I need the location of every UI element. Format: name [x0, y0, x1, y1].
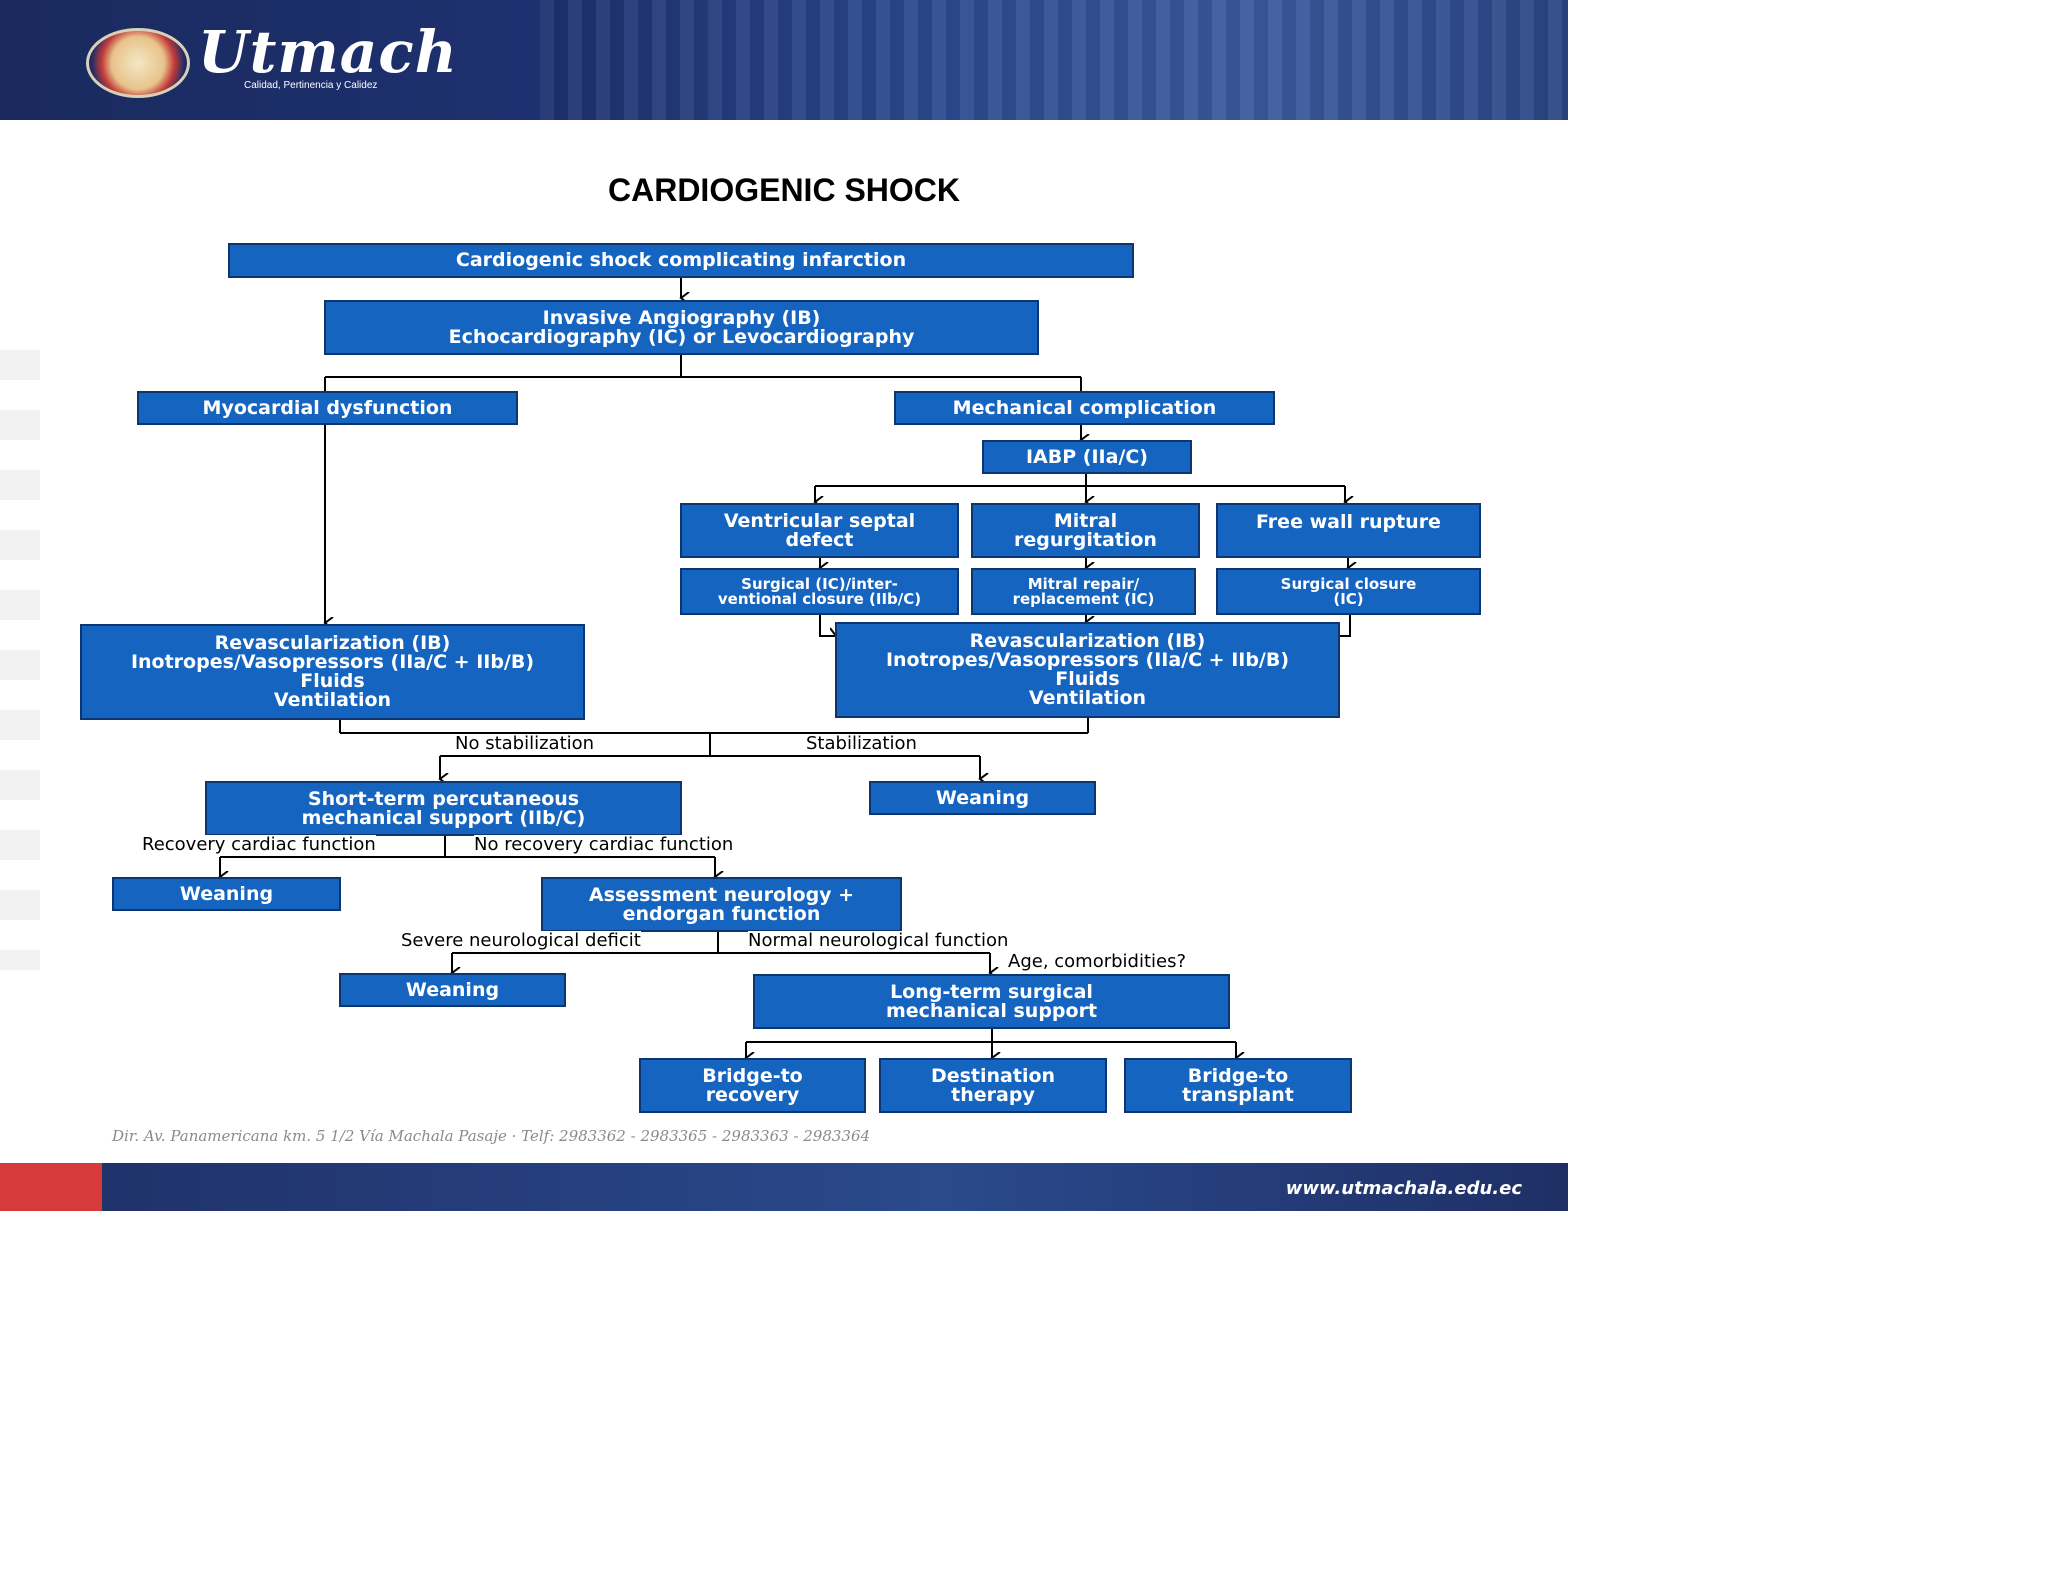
node-label-line2: endorgan function [622, 902, 821, 925]
node-label-line4: Ventilation [1028, 687, 1147, 709]
node-label-line3: Fluids [300, 670, 365, 692]
edge-label-normal-neuro: Normal neurological function [748, 930, 1009, 951]
node-label-line2: ventional closure (IIb/C) [717, 589, 922, 608]
node-label-line4: Ventilation [273, 689, 392, 711]
node-short-term-support: Short-term percutaneous mechanical suppo… [205, 781, 682, 836]
footer-accent-block [0, 1163, 102, 1211]
node-label-line1: Bridge-to [702, 1064, 803, 1087]
node-label: Mechanical complication [952, 396, 1217, 419]
node-label-line1: Ventricular septal [723, 509, 916, 532]
node-mechanical-complication: Mechanical complication [894, 391, 1275, 425]
edge-label-age-comorbidities: Age, comorbidities? [1008, 951, 1187, 972]
node-cardiogenic-shock: Cardiogenic shock complicating infarctio… [228, 243, 1134, 278]
node-label-line2: replacement (IC) [1012, 589, 1155, 608]
node-label: Free wall rupture [1256, 511, 1441, 533]
node-label-line2: mechanical support (IIb/C) [301, 806, 586, 829]
node-label-line1: Invasive Angiography (IB) [542, 306, 821, 329]
node-label: Weaning [405, 978, 500, 1001]
node-ventricular-septal-defect: Ventricular septal defect [680, 503, 959, 558]
node-label-line1: Surgical (IC)/inter- [741, 574, 898, 593]
node-label: Cardiogenic shock complicating infarctio… [455, 249, 907, 271]
node-myocardial-dysfunction: Myocardial dysfunction [137, 391, 518, 425]
node-long-term-support: Long-term surgical mechanical support [753, 974, 1230, 1029]
node-label-line1: Destination [930, 1064, 1056, 1087]
footer-website-url: www.utmachala.edu.ec [1285, 1178, 1522, 1199]
node-label-line1: Long-term surgical [890, 980, 1093, 1003]
node-label-line2: Inotropes/Vasopressors (IIa/C + IIb/B) [130, 651, 535, 673]
node-label-line2: Inotropes/Vasopressors (IIa/C + IIb/B) [885, 649, 1290, 671]
footer-bar [0, 1163, 1568, 1211]
node-bridge-to-recovery: Bridge-to recovery [639, 1058, 866, 1113]
node-label-line2: therapy [951, 1083, 1035, 1106]
logo-wordmark: Utmach [198, 18, 458, 86]
node-label-line2: mechanical support [885, 999, 1098, 1022]
node-label-line2: transplant [1182, 1083, 1294, 1106]
node-assessment-neurology: Assessment neurology + endorgan function [541, 877, 902, 932]
node-label: Weaning [935, 786, 1030, 809]
node-label-line1: Revascularization (IB) [969, 630, 1206, 652]
node-label-line2: regurgitation [1014, 528, 1157, 551]
node-vsd-closure: Surgical (IC)/inter- ventional closure (… [680, 568, 959, 615]
node-revascularization-left: Revascularization (IB) Inotropes/Vasopre… [80, 624, 585, 720]
header-banner: Utmach Calidad, Pertinencia y Calidez [0, 0, 1568, 120]
node-label-line3: Fluids [1055, 668, 1120, 690]
node-label-line2: (IC) [1333, 589, 1364, 608]
node-label-line1: Revascularization (IB) [214, 632, 451, 654]
node-label: Myocardial dysfunction [202, 396, 453, 419]
node-revascularization-right: Revascularization (IB) Inotropes/Vasopre… [835, 622, 1340, 718]
edge-label-no-stabilization: No stabilization [455, 733, 595, 754]
node-mitral-repair: Mitral repair/ replacement (IC) [971, 568, 1196, 615]
logo-tagline: Calidad, Pertinencia y Calidez [244, 80, 378, 91]
node-label-line2: defect [785, 528, 854, 551]
edge-label-stabilization: Stabilization [806, 733, 917, 754]
node-bridge-to-transplant: Bridge-to transplant [1124, 1058, 1352, 1113]
node-weaning-stabilized: Weaning [869, 781, 1096, 815]
node-label-line1: Mitral [1053, 509, 1118, 532]
node-free-wall-rupture: Free wall rupture [1216, 503, 1481, 558]
node-iabp: IABP (IIa/C) [982, 440, 1192, 474]
node-mitral-regurgitation: Mitral regurgitation [971, 503, 1200, 558]
node-label: IABP (IIa/C) [1025, 445, 1148, 468]
node-label-line1: Bridge-to [1187, 1064, 1289, 1087]
node-invasive-angiography: Invasive Angiography (IB) Echocardiograp… [324, 300, 1039, 355]
edge-label-severe-neuro: Severe neurological deficit [401, 930, 641, 951]
edge-label-no-recovery: No recovery cardiac function [474, 834, 734, 855]
node-label-line2: recovery [705, 1083, 800, 1106]
connector-lines [0, 277, 1568, 1211]
node-label-line2: Echocardiography (IC) or Levocardiograph… [448, 325, 915, 348]
university-seal-logo [86, 28, 190, 98]
watermark-left [0, 350, 40, 970]
header-background-image [540, 0, 1568, 120]
node-weaning-recovery: Weaning [112, 877, 341, 911]
edge-label-recovery: Recovery cardiac function [142, 834, 376, 855]
node-label-line1: Mitral repair/ [1027, 574, 1140, 593]
node-label: Weaning [179, 882, 274, 905]
node-label-line1: Assessment neurology + [588, 883, 855, 906]
node-label-line1: Short-term percutaneous [307, 787, 580, 810]
footer-address: Dir. Av. Panamericana km. 5 1/2 Vía Mach… [112, 1127, 871, 1145]
node-surgical-closure: Surgical closure (IC) [1216, 568, 1481, 615]
node-destination-therapy: Destination therapy [879, 1058, 1107, 1113]
node-weaning-neuro: Weaning [339, 973, 566, 1007]
page-title: CARDIOGENIC SHOCK [607, 172, 960, 208]
node-label-line1: Surgical closure [1280, 574, 1417, 593]
